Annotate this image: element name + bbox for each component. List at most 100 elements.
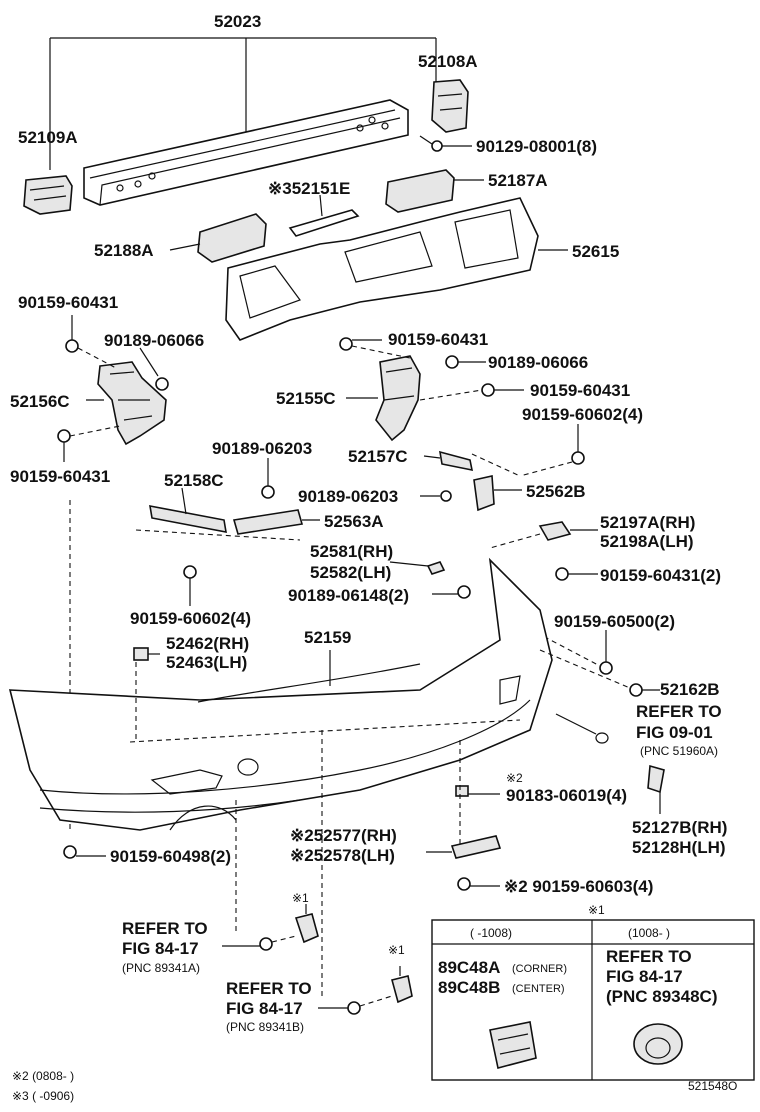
label-52197A: 52197A(RH): [600, 513, 695, 532]
note-1-sensor-a: ※1: [292, 891, 309, 905]
label-52127B: 52127B(RH): [632, 818, 727, 837]
label-52023: 52023: [214, 12, 261, 31]
label-52158C: 52158C: [164, 471, 224, 490]
label-52562B: 52562B: [526, 482, 586, 501]
retainer-52158C: [149, 458, 275, 533]
label-52615: 52615: [572, 242, 619, 261]
label-90159-60500: 90159-60500(2): [554, 612, 675, 631]
seal-52462: [133, 647, 149, 661]
retainer-52563A: [135, 509, 320, 606]
note-2-90183: ※2: [506, 771, 523, 785]
label-90189-06203-b: 90189-06203: [298, 487, 398, 506]
bracket-52577: [426, 835, 502, 859]
seal-52127B: [647, 764, 665, 794]
label-90183: 90183-06019(4): [506, 786, 627, 805]
inset-part-89C48B: 89C48B: [438, 978, 500, 997]
label-52563A: 52563A: [324, 512, 384, 531]
absorber-52615: [225, 197, 568, 341]
footnote-3: ※3 ( -0906): [12, 1089, 74, 1103]
label-90189-06148: 90189-06148(2): [288, 586, 409, 605]
reinforcement-group: [23, 37, 472, 215]
absorber-52187A: [385, 169, 455, 213]
bracket-52562B: [420, 475, 522, 512]
label-52188A: 52188A: [94, 241, 154, 260]
refer-09-01-pnc: (PNC 51960A): [640, 744, 718, 758]
spacer-52581: [426, 561, 446, 575]
label-52198A: 52198A(LH): [600, 532, 694, 551]
bolt-90129-icon: [419, 135, 443, 152]
label-52109A: 52109A: [18, 128, 78, 147]
label-52462: 52462(RH): [166, 634, 249, 653]
inset-refer-line1: REFER TO: [606, 947, 692, 966]
label-52151E: ※352151E: [268, 179, 350, 198]
label-52128H: 52128H(LH): [632, 838, 726, 857]
label-52108A: 52108A: [418, 52, 478, 71]
label-90159-60602-a: 90159-60602(4): [522, 405, 643, 424]
footnote-2: ※2 (0808- ): [12, 1069, 74, 1083]
refer-84-17-a-pnc: (PNC 89341A): [122, 961, 200, 975]
inset-right-header: (1008- ): [628, 926, 670, 940]
label-52157C: 52157C: [348, 447, 408, 466]
refer-84-17-a-line2: FIG 84-17: [122, 939, 199, 958]
label-90159-60602-b: 90159-60602(4): [130, 609, 251, 628]
bracket-52156C: [57, 315, 169, 830]
retainer-52157C: [423, 424, 585, 477]
sensor-89341A: [222, 800, 319, 951]
clip-90183-icon: [455, 785, 500, 797]
bracket-52155C: [339, 337, 524, 442]
wire-refer-09-01: [555, 713, 609, 744]
inset-refer-pnc: (PNC 89348C): [606, 987, 718, 1006]
label-90189-06203-a: 90189-06203: [212, 439, 312, 458]
label-52582: 52582(LH): [310, 563, 391, 582]
bumper-cover-52159: [8, 557, 553, 831]
refer-84-17-b-line1: REFER TO: [226, 979, 312, 998]
label-52156C: 52156C: [10, 392, 70, 411]
label-90159-60431-d: 90159-60431: [10, 467, 110, 486]
inset-part-89C48A: 89C48A: [438, 958, 500, 977]
absorber-52188A: [197, 213, 267, 263]
label-52577: ※252577(RH): [290, 826, 397, 845]
inset-refer-line2: FIG 84-17: [606, 967, 683, 986]
inset-left-header: ( -1008): [470, 926, 512, 940]
bracket-52108A: [431, 79, 469, 133]
label-90129: 90129-08001(8): [476, 137, 597, 156]
sensor-89348C: [633, 1023, 683, 1065]
label-90159-60431-a: 90159-60431: [18, 293, 118, 312]
label-52581: 52581(RH): [310, 542, 393, 561]
screw-90159-60500-icon: [519, 623, 613, 675]
label-52162B: 52162B: [660, 680, 720, 699]
label-90159-60431-2: 90159-60431(2): [600, 566, 721, 585]
note-1-inset: ※1: [588, 903, 605, 917]
screw-90159-60603-icon: [457, 877, 471, 891]
label-52187A: 52187A: [488, 171, 548, 190]
clip-90189-06148-icon: [457, 585, 471, 599]
grommet-52162B-icon: [629, 683, 643, 697]
label-90189-06066-a: 90189-06066: [104, 331, 204, 350]
inset-part-89C48A-note: (CORNER): [512, 963, 567, 975]
label-90159-60431-c: 90159-60431: [530, 381, 630, 400]
refer-84-17-b-pnc: (PNC 89341B): [226, 1020, 304, 1034]
label-90159-60431-b: 90159-60431: [388, 330, 488, 349]
refer-09-01-line1: REFER TO: [636, 702, 722, 721]
refer-84-17-a-line1: REFER TO: [122, 919, 208, 938]
retainer-52197A: [489, 521, 598, 581]
label-52159: 52159: [304, 628, 351, 647]
sensor-variant-inset: [431, 919, 755, 1081]
spacer-52151E: [288, 194, 360, 237]
label-90159-60603: ※2 90159-60603(4): [504, 877, 653, 896]
screw-90159-60498-icon: [63, 845, 77, 859]
refer-09-01-line2: FIG 09-01: [636, 723, 713, 742]
label-52578: ※252578(LH): [290, 846, 395, 865]
sensor-89341B: [318, 730, 413, 1015]
label-90189-06066-b: 90189-06066: [488, 353, 588, 372]
note-1-sensor-b: ※1: [388, 943, 405, 957]
refer-84-17-b-line2: FIG 84-17: [226, 999, 303, 1018]
label-90159-60498: 90159-60498(2): [110, 847, 231, 866]
label-52155C: 52155C: [276, 389, 336, 408]
sensor-89C48A: [489, 1021, 537, 1069]
diagram-id: 521548O: [688, 1079, 737, 1093]
bracket-52109A: [23, 175, 73, 215]
inset-part-89C48B-note: (CENTER): [512, 983, 565, 995]
label-52463: 52463(LH): [166, 653, 247, 672]
